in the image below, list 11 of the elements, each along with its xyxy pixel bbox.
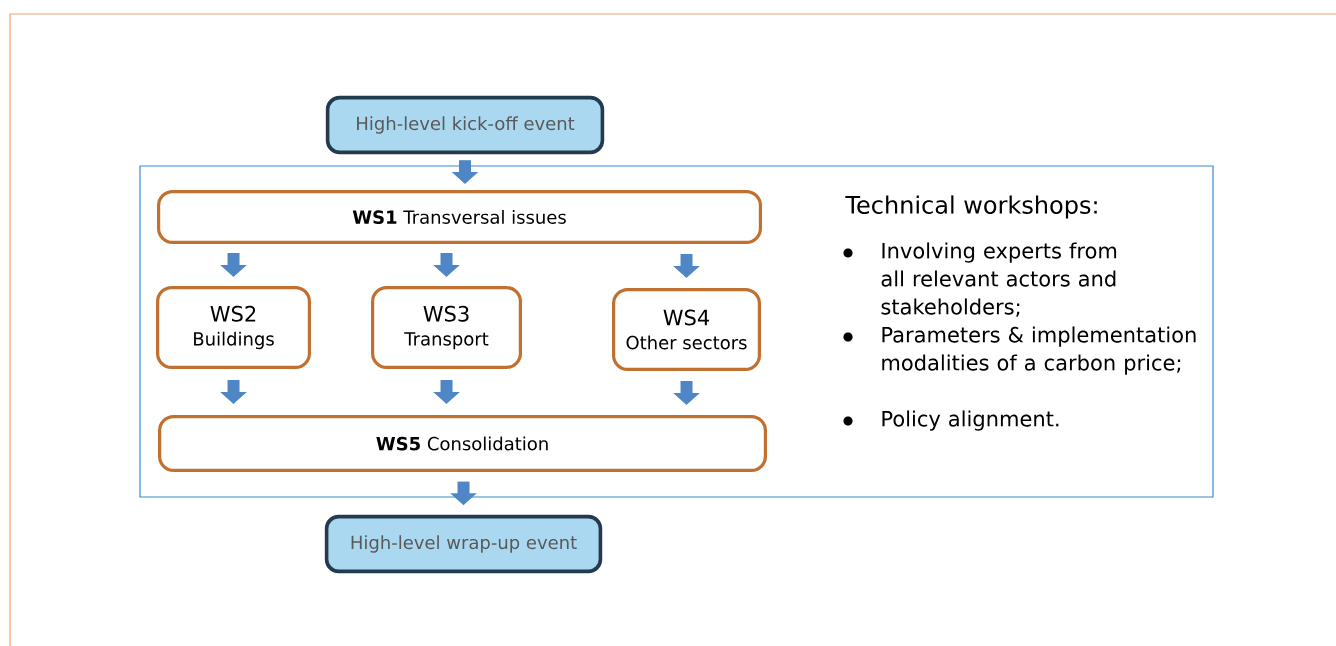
workshop-box: WS1 Transversal issues: [157, 190, 762, 244]
workshop-box: WS4 Other sectors: [612, 288, 761, 371]
workshop-box: WS2 Buildings: [156, 286, 312, 369]
bullet-item: Parameters & implementation modalities of a carbon price;: [843, 326, 1196, 375]
workshop-box: WS3 Transport: [371, 286, 522, 369]
bullet-item: Policy alignment.: [843, 410, 1059, 431]
bullet-item: Involving experts from all relevant actors and stakeholders;: [843, 242, 1117, 317]
event-box: High-level wrap-up event: [324, 514, 603, 574]
section-heading: Technical workshops:: [845, 195, 1097, 219]
event-box: High-level kick-off event: [325, 95, 605, 155]
workshop-box: WS5 Consolidation: [158, 415, 767, 472]
